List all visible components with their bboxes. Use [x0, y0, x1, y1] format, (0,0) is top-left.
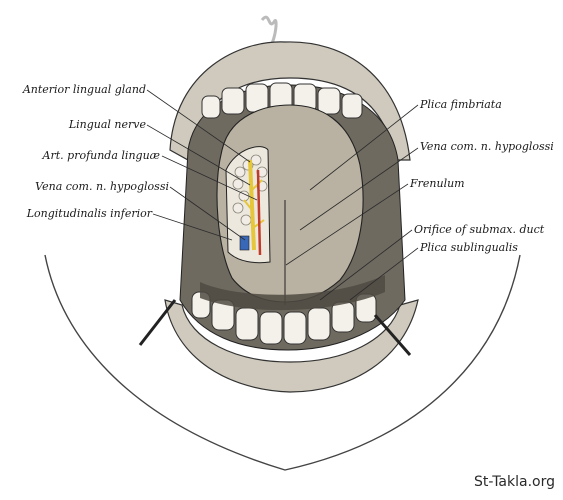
top-wisp: [260, 15, 278, 48]
leader-lines-left: [146, 89, 258, 241]
jaw-outline: [44, 254, 521, 471]
label-vena-com-hypoglossi-right: Vena com. n. hypoglossi: [420, 140, 554, 153]
label-plica-sublingualis: Plica sublingualis: [420, 241, 518, 254]
lower-teeth: [191, 291, 377, 345]
probe-left: [138, 299, 177, 346]
lower-lip: [164, 299, 419, 393]
label-frenulum: Frenulum: [410, 177, 465, 190]
label-plica-fimbriata: Plica fimbriata: [420, 98, 502, 111]
floor-of-mouth: [200, 275, 385, 311]
label-longitudinalis-inferior: Longitudinalis inferior: [26, 207, 152, 220]
lingual-nerve: [248, 159, 256, 251]
leader-lines-right: [285, 104, 419, 301]
label-anterior-lingual-gland: Anterior lingual gland: [22, 83, 146, 96]
label-art-profunda-linguae: Art. profunda linguæ: [42, 149, 160, 162]
upper-lip: [169, 41, 411, 161]
label-lingual-nerve: Lingual nerve: [68, 118, 146, 131]
anterior-lingual-gland: [232, 154, 268, 226]
art-profunda-linguae: [256, 169, 262, 256]
label-orifice-submax-duct: Orifice of submax. duct: [414, 223, 545, 236]
watermark: St-Takla.org: [474, 474, 555, 490]
vena-com-hypoglossi: [239, 235, 250, 251]
probe-right: [373, 314, 412, 356]
label-vena-com-hypoglossi-left: Vena com. n. hypoglossi: [35, 180, 169, 193]
